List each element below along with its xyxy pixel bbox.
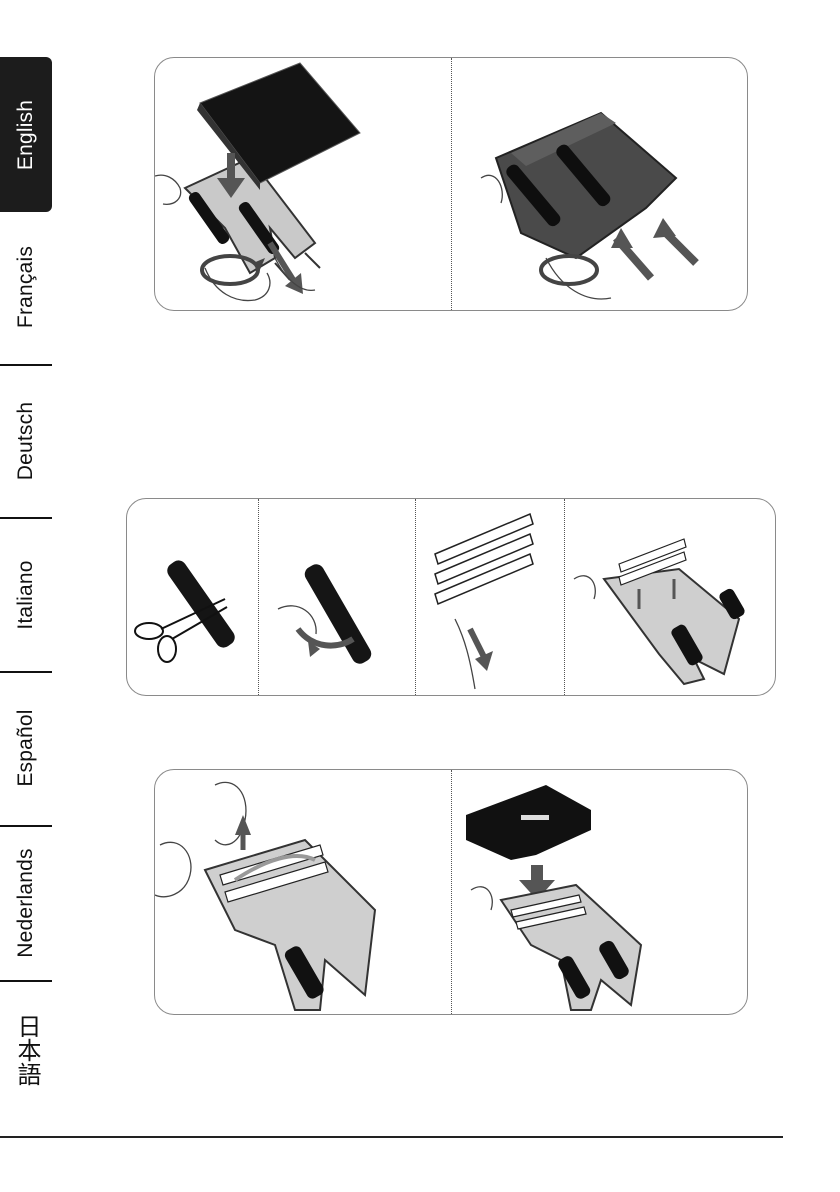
tab-deutsch-label: Deutsch — [14, 402, 38, 480]
step-divider — [564, 499, 565, 695]
tab-espanol-label: Español — [14, 709, 38, 786]
tab-espanol[interactable]: Español — [0, 673, 52, 823]
illustration-prepare-strips — [127, 499, 775, 695]
step-divider — [451, 770, 452, 1014]
tab-italiano-label: Italiano — [14, 560, 38, 629]
bracket-with-tablet-illustration — [481, 113, 696, 299]
footer-divider — [0, 1136, 783, 1138]
tab-japanese[interactable]: 日本語 — [14, 1014, 40, 1086]
tab-english[interactable]: English — [0, 57, 52, 212]
panel-mount-device — [154, 57, 748, 311]
tab-deutsch[interactable]: Deutsch — [0, 366, 52, 516]
dock-device-illustration — [466, 785, 591, 860]
panel-attach-dock — [154, 769, 748, 1015]
tab-separator — [0, 980, 52, 982]
panel-prepare-strips — [126, 498, 776, 696]
bracket-plate-illustration — [574, 539, 746, 684]
adhesive-strips-illustration — [435, 514, 533, 689]
tab-francais[interactable]: Français — [0, 212, 52, 362]
step-divider — [415, 499, 416, 695]
tab-nederlands-label: Nederlands — [14, 848, 38, 957]
step-divider — [451, 58, 452, 310]
up-arrow-icon — [235, 815, 251, 850]
bracket-plate-illustration — [471, 885, 641, 1010]
step-divider — [258, 499, 259, 695]
tab-francais-label: Français — [14, 246, 38, 328]
tab-nederlands[interactable]: Nederlands — [0, 827, 52, 979]
tab-italiano[interactable]: Italiano — [0, 519, 52, 671]
velcro-strip-illustration — [278, 561, 374, 666]
bracket-plate-illustration — [155, 782, 375, 1010]
tab-english-label: English — [14, 99, 38, 169]
